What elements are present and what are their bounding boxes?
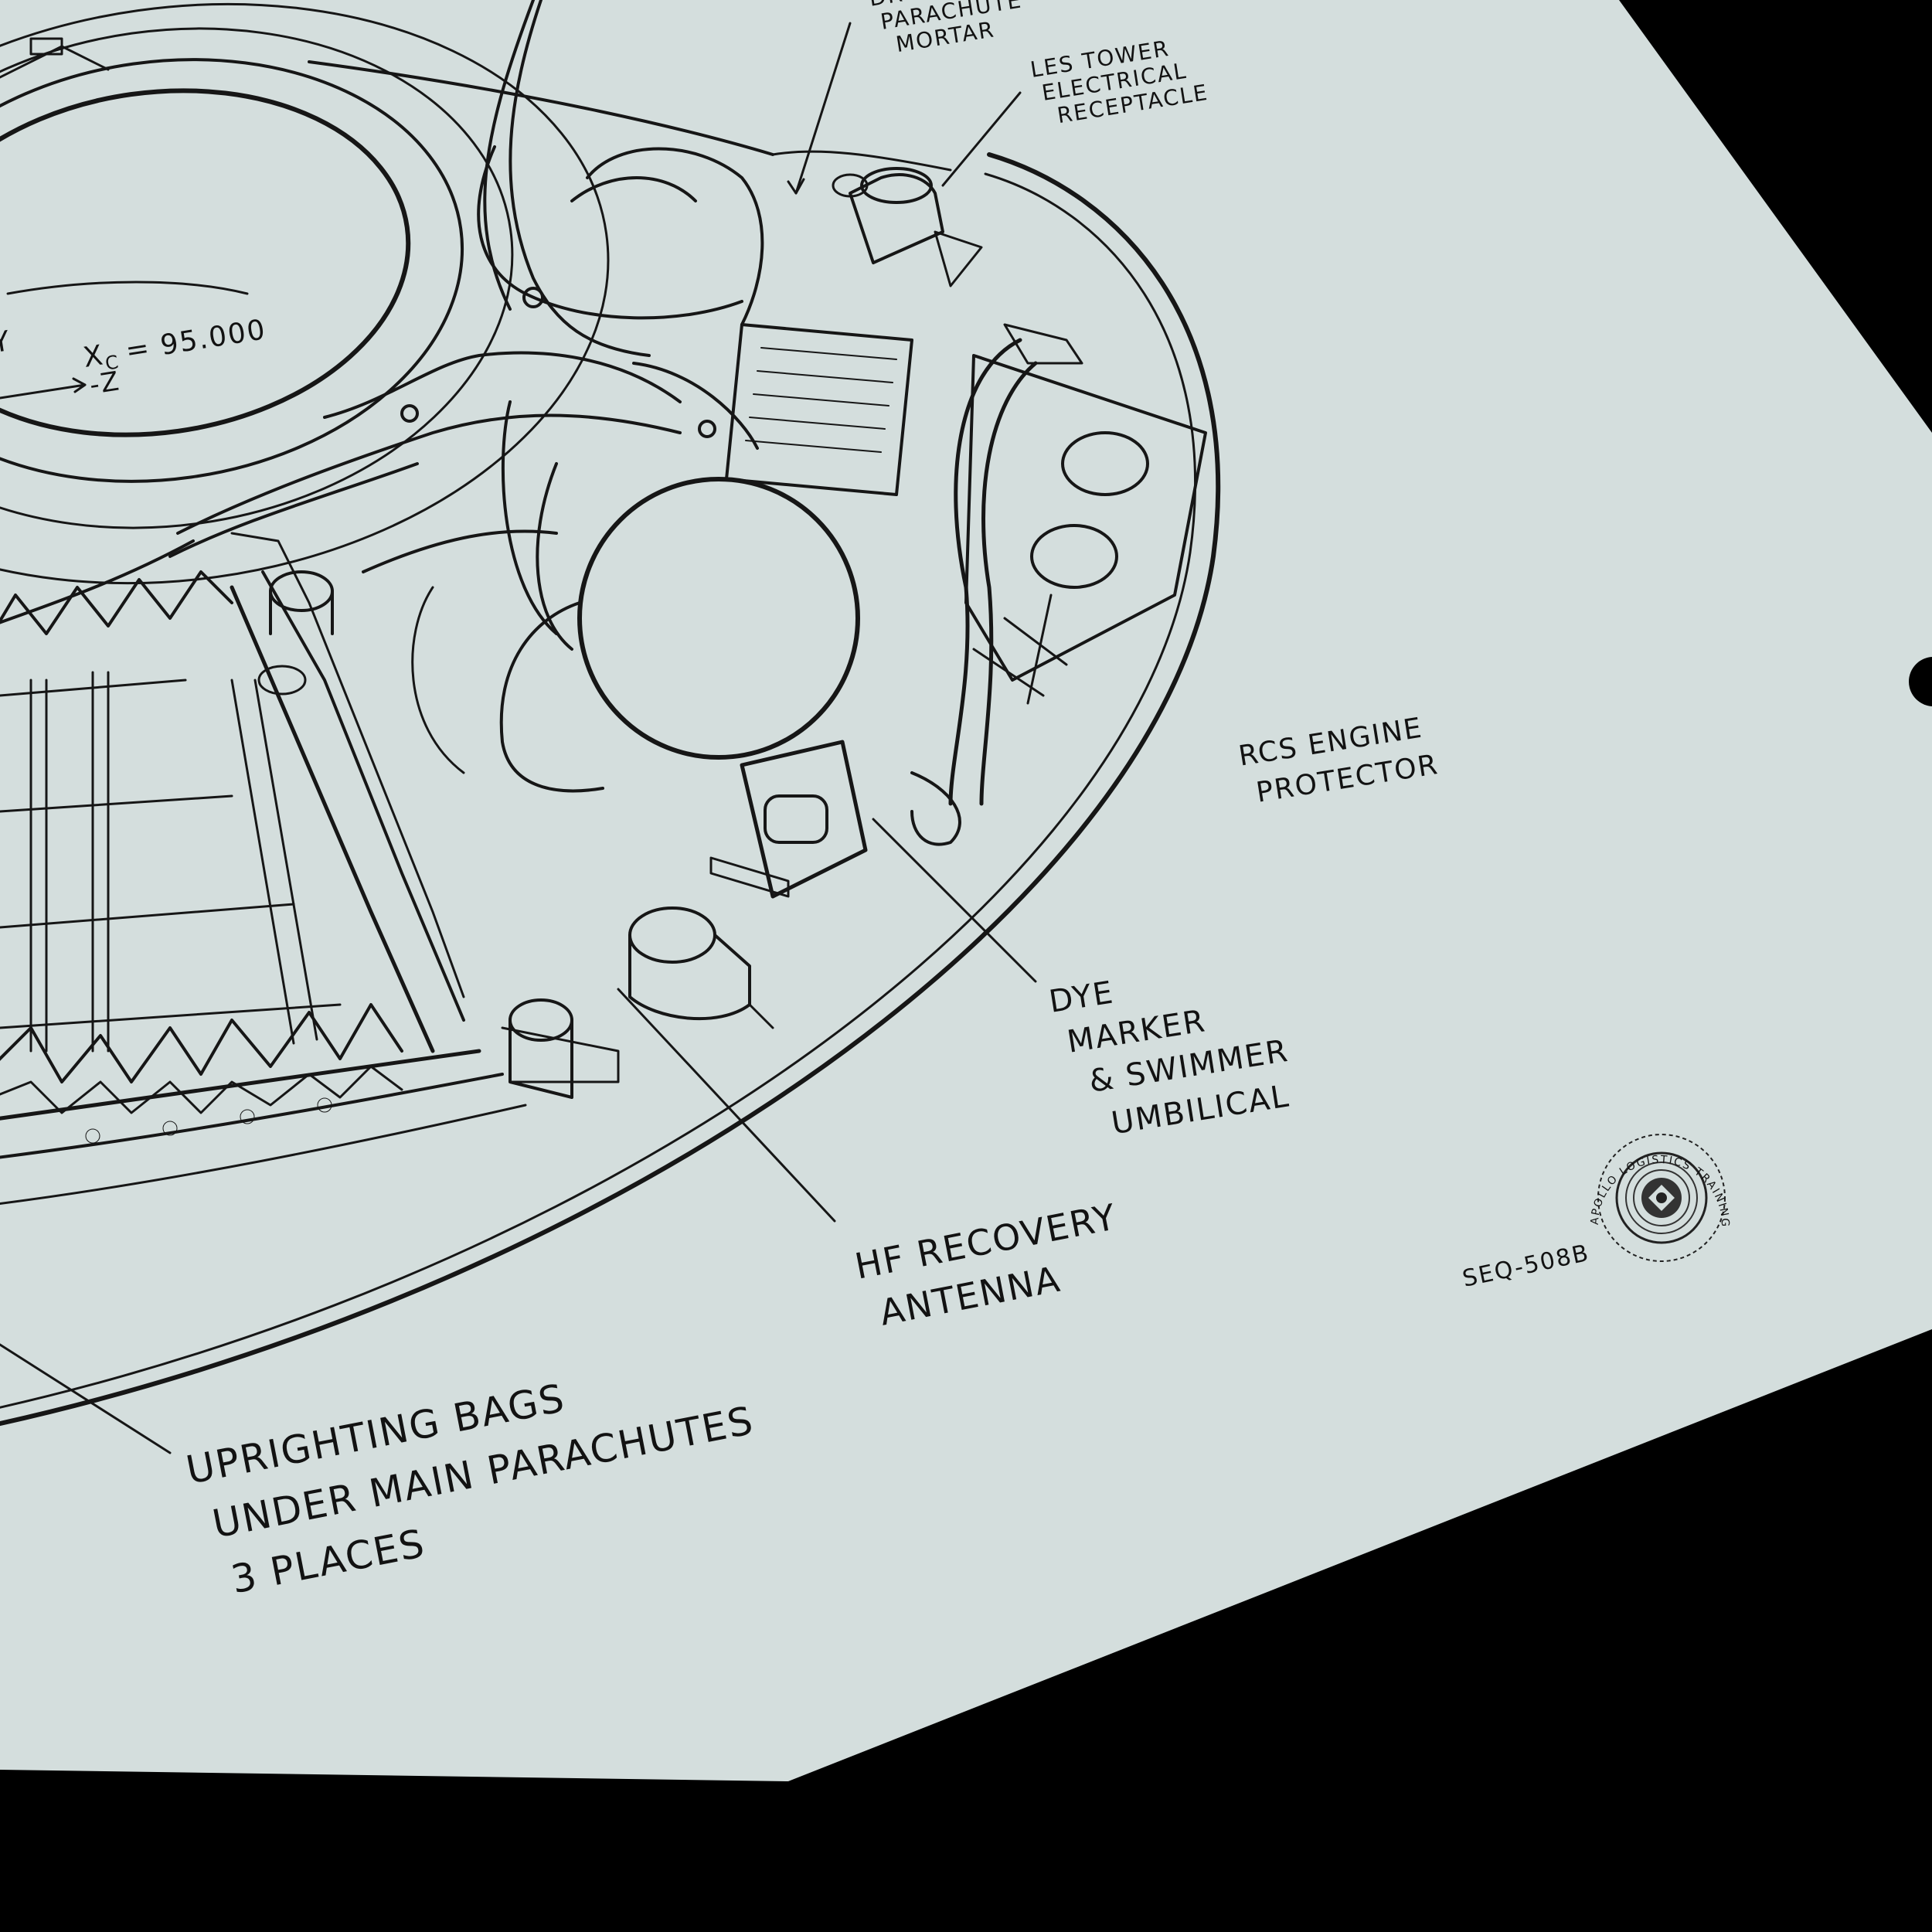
recovery-equipment-block [411,167,1207,1099]
leader-lines [0,22,1053,1454]
leader-dye [872,818,1037,983]
leader-upright [0,1343,172,1454]
binder-hole-icon [1909,657,1932,706]
wiring-harness [168,0,764,651]
uprighting-bag-compartment [0,532,527,1207]
paper-sheet [0,0,1932,1781]
leader-rcs [1026,594,1053,705]
axis-minus-z-label: -Z [87,366,122,401]
leader-les-tower [941,91,1022,187]
leader-drogue [794,22,852,195]
leader-hf [617,988,836,1223]
heat-shield-rim [0,60,1221,1455]
